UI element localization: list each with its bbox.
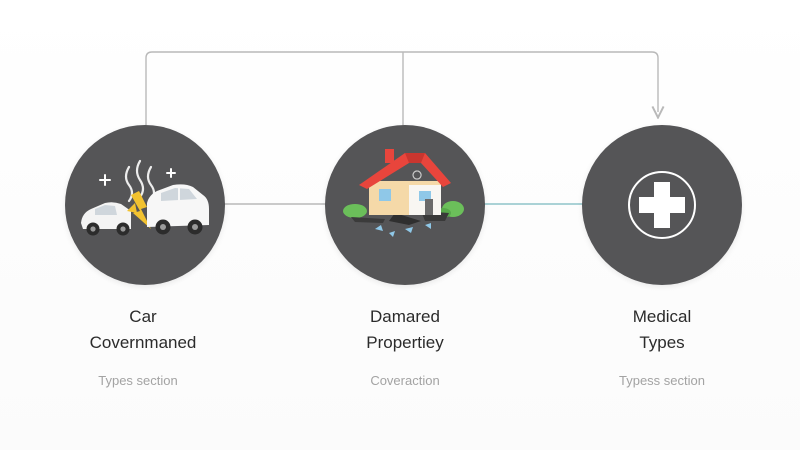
car-node-circle[interactable] — [65, 125, 225, 285]
car-title-line2: Covernmaned — [89, 333, 197, 352]
medical-title-line1: Medical — [632, 307, 692, 326]
medical-cross-icon — [628, 171, 696, 239]
car-node-title: Car Covernmaned — [53, 304, 233, 356]
house-node-subtitle: Coveraction — [370, 373, 440, 388]
car-crash-icon — [81, 159, 209, 236]
top-bracket-connector — [145, 51, 658, 128]
medical-node-title: Medical Types — [572, 304, 752, 356]
house-title-line1: Damared — [370, 307, 440, 326]
damaged-house-icon — [343, 149, 464, 237]
medical-title-line2: Types — [639, 333, 685, 352]
car-node-subtitle: Types section — [98, 373, 178, 388]
medical-node-circle[interactable] — [582, 125, 742, 285]
car-title-line1: Car — [129, 307, 157, 326]
house-node-circle[interactable] — [325, 125, 485, 285]
house-title-line2: Propertiey — [366, 333, 444, 352]
medical-node-subtitle: Typess section — [619, 373, 705, 388]
house-node-title: Damared Propertiey — [315, 304, 495, 356]
